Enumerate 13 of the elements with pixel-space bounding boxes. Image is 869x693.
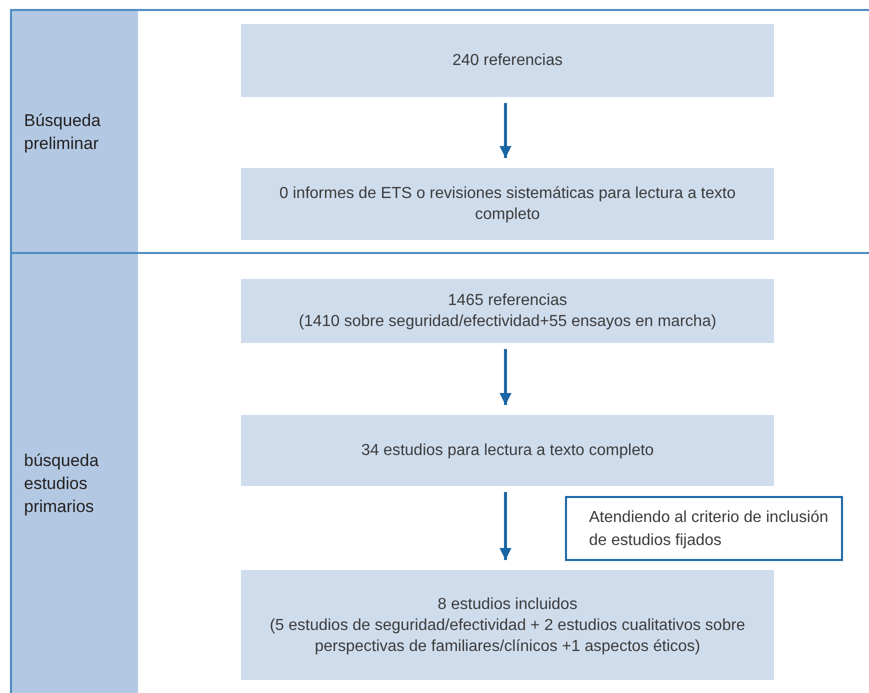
- arrow: [500, 349, 512, 405]
- section-label: búsqueda estudios primarios: [12, 254, 138, 693]
- process-box: 1465 referencias (1410 sobre seguridad/efectividad+55 ensayos en marcha): [241, 279, 774, 343]
- arrow: [500, 492, 512, 560]
- process-box: 34 estudios para lectura a texto completo: [241, 415, 774, 486]
- arrow: [500, 103, 512, 158]
- section-band: [10, 252, 869, 693]
- note-box: Atendiendo al criterio de inclusión de estudios fijados: [565, 496, 843, 561]
- process-box: 0 informes de ETS o revisiones sistemáticas para lectura a texto completo: [241, 168, 774, 240]
- section-band: [10, 9, 869, 252]
- process-box: 8 estudios incluidos (5 estudios de seguridad/efectividad + 2 estudios cualitativos sobre perspectivas de familiares/clínicos +1 aspectos éticos): [241, 570, 774, 680]
- process-box: 240 referencias: [241, 24, 774, 97]
- section-label: Búsqueda preliminar: [12, 11, 138, 252]
